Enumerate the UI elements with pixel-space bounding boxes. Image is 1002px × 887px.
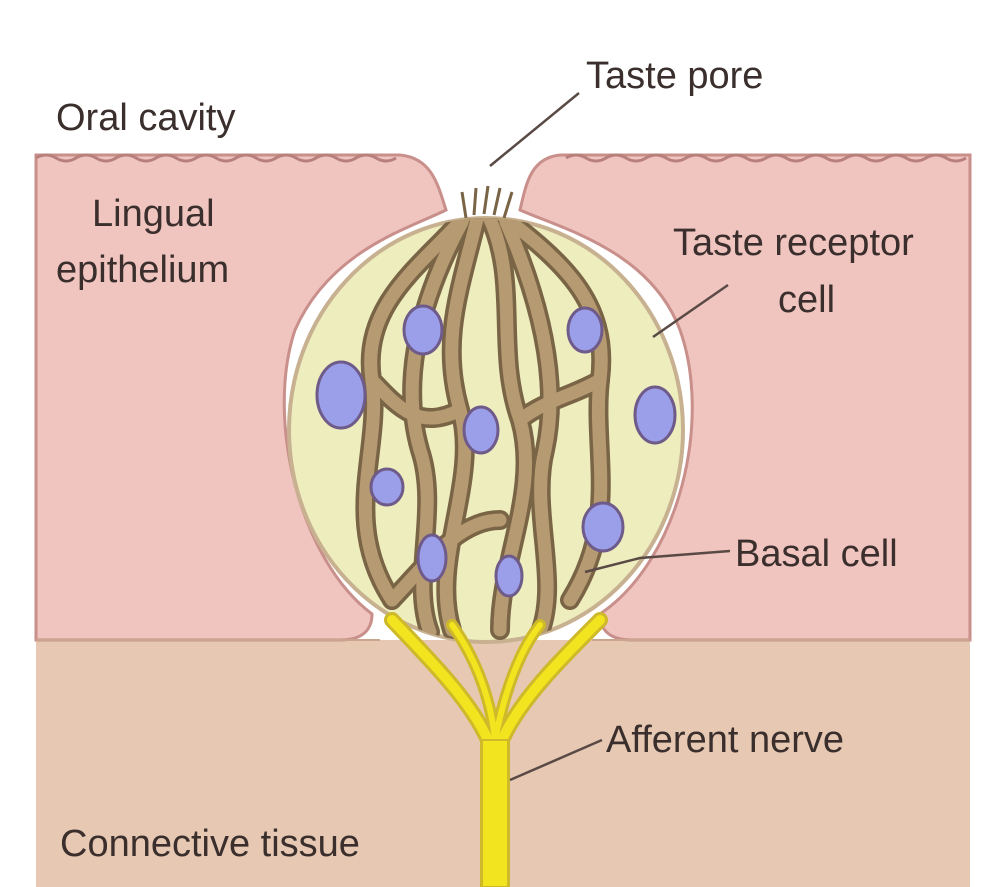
nucleus — [315, 360, 367, 430]
nucleus — [369, 467, 405, 507]
taste-receptor-leader — [652, 283, 729, 339]
nucleus — [633, 385, 677, 445]
basal-cell-label: Basal cell — [735, 533, 898, 575]
lingual-epithelium-label-line1: Lingual — [92, 193, 215, 235]
epithelium-surface-right — [565, 153, 967, 163]
connective-tissue-label: Connective tissue — [60, 823, 360, 865]
nerve-trunk — [481, 739, 509, 887]
lingual-epithelium-label-line2: epithelium — [56, 249, 229, 291]
taste-receptor-cell-label-line1: Taste receptor — [673, 222, 914, 264]
nucleus — [566, 306, 604, 354]
afferent-nerve-label: Afferent nerve — [606, 719, 844, 761]
oral-cavity-label: Oral cavity — [56, 97, 235, 139]
nucleus — [462, 405, 500, 455]
basal-cell-leader — [584, 549, 731, 574]
afferent-nerve — [384, 612, 608, 887]
taste-pore-microvilli — [460, 185, 514, 219]
nucleus — [581, 501, 625, 553]
nuclei — [315, 304, 677, 598]
lingual-epithelium-left — [34, 153, 448, 642]
taste-pore-leader — [489, 92, 580, 167]
taste-receptor-cell-label-line2: cell — [778, 279, 835, 321]
taste-pore-label: Taste pore — [586, 55, 763, 97]
leader-lines — [489, 92, 731, 782]
nucleus — [416, 533, 448, 583]
nucleus — [494, 554, 524, 598]
afferent-nerve-leader — [509, 738, 603, 782]
epithelium-surface — [35, 153, 397, 163]
nucleus — [402, 304, 444, 356]
